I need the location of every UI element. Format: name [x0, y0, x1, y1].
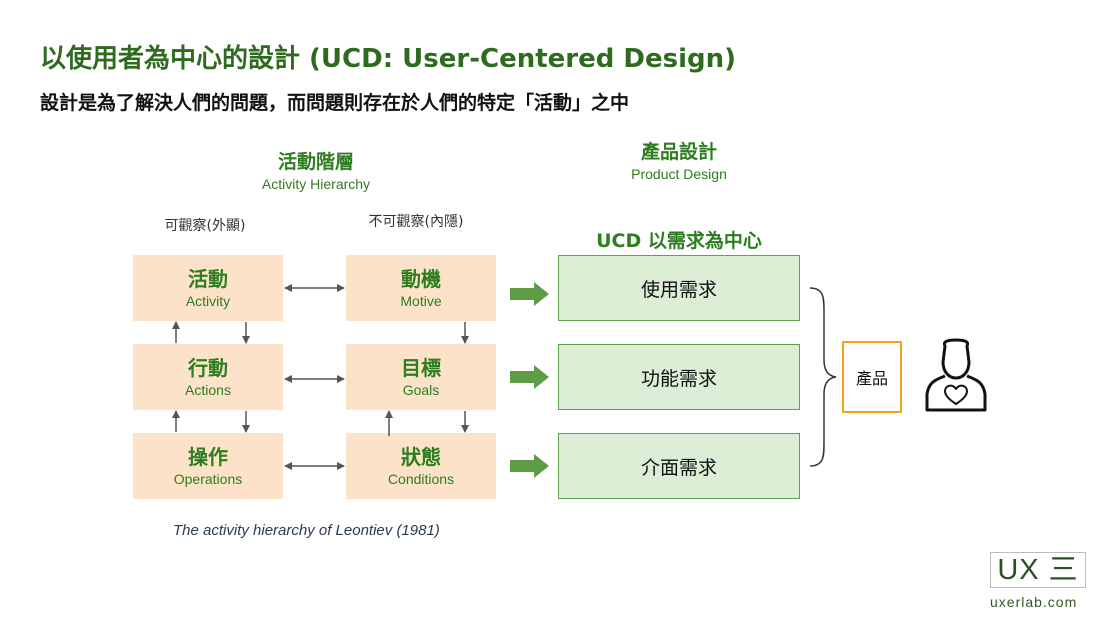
need-function: 功能需求 — [558, 344, 800, 410]
box-motive-zh: 動機 — [401, 267, 441, 291]
observable-label: 可觀察(外顯) — [164, 218, 246, 234]
box-activity-en: Activity — [185, 293, 231, 309]
box-operations: 操作 Operations — [133, 433, 283, 499]
curly-bracket — [809, 287, 837, 467]
activity-hierarchy-heading: 活動階層 Activity Hierarchy — [216, 150, 416, 194]
user-heart-icon — [925, 338, 987, 412]
need-interface: 介面需求 — [558, 433, 800, 499]
unobservable-label: 不可觀察(內隱) — [368, 214, 464, 230]
box-goals-en: Goals — [402, 382, 440, 398]
logo-mark: UX 三 — [997, 554, 1079, 586]
uxerlab-logo: UX 三 — [990, 552, 1086, 588]
box-conditions: 狀態 Conditions — [346, 433, 496, 499]
need-usage: 使用需求 — [558, 255, 800, 321]
box-motive-en: Motive — [400, 293, 442, 309]
box-goals-zh: 目標 — [401, 356, 441, 380]
activity-hierarchy-heading-zh: 活動階層 — [277, 151, 354, 173]
box-operations-en: Operations — [173, 471, 243, 487]
page-subtitle: 設計是為了解決人們的問題，而問題則存在於人們的特定「活動」之中 — [40, 92, 630, 114]
box-actions-zh: 行動 — [188, 356, 228, 380]
box-activity: 活動 Activity — [133, 255, 283, 321]
logo-url: uxerlab.com — [990, 594, 1078, 610]
box-actions-en: Actions — [185, 382, 231, 398]
product-design-heading-en: Product Design — [631, 166, 727, 182]
page-title: 以使用者為中心的設計 (UCD: User-Centered Design) — [40, 44, 737, 74]
product-design-heading: 產品設計 Product Design — [579, 140, 779, 184]
box-operations-zh: 操作 — [188, 445, 228, 469]
box-motive: 動機 Motive — [346, 255, 496, 321]
box-conditions-zh: 狀態 — [401, 445, 441, 469]
ucd-title: UCD 以需求為中心 — [596, 230, 762, 252]
hierarchy-caption: The activity hierarchy of Leontiev (1981… — [173, 522, 440, 539]
green-arrow-1 — [510, 282, 549, 306]
box-activity-zh: 活動 — [188, 267, 228, 291]
product-design-heading-zh: 產品設計 — [640, 141, 717, 163]
green-arrow-2 — [510, 365, 549, 389]
activity-hierarchy-heading-en: Activity Hierarchy — [261, 176, 371, 192]
box-actions: 行動 Actions — [133, 344, 283, 410]
box-goals: 目標 Goals — [346, 344, 496, 410]
product-box: 產品 — [842, 341, 902, 413]
box-conditions-en: Conditions — [387, 471, 455, 487]
green-arrow-3 — [510, 454, 549, 478]
